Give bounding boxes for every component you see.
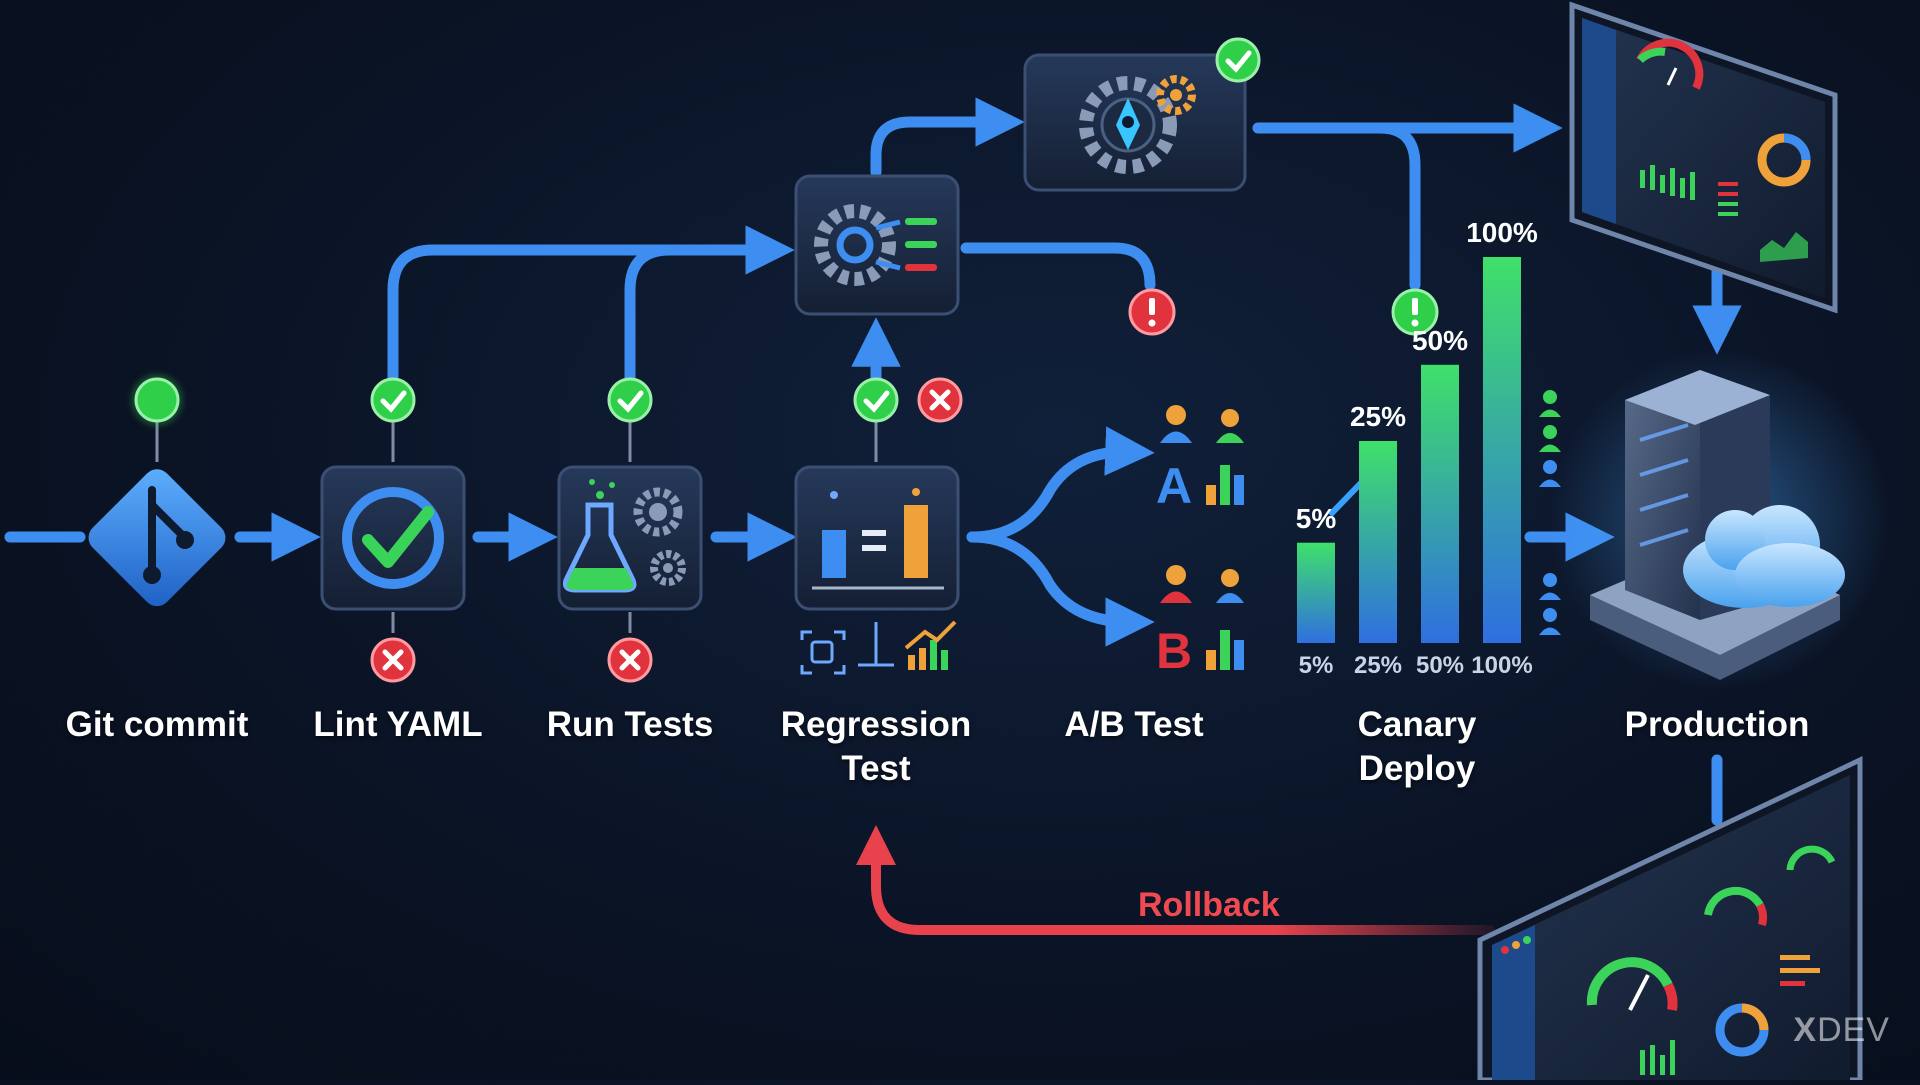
regression-pass-badge — [853, 377, 899, 423]
split-to-a — [966, 426, 1155, 543]
pipeline-alert-badge — [1128, 288, 1176, 336]
canary-bar-label-4: 100% — [1466, 217, 1538, 248]
lint-node[interactable] — [320, 465, 466, 611]
git-branch-icon — [88, 469, 226, 607]
canary-bar-label-1: 5% — [1295, 502, 1337, 534]
split-arrow-icon — [858, 622, 894, 667]
branch-tests-to-pipeline — [624, 244, 676, 386]
gear-pipeline-icon — [814, 204, 937, 286]
rollback-path — [856, 825, 1495, 935]
deploy-drop-branch — [1374, 122, 1421, 291]
flow-arrows — [4, 97, 1742, 826]
canary-axis-label-2: 25% — [1353, 652, 1403, 679]
tests-fail-badge — [607, 637, 653, 683]
stage-label-ab: A/B Test — [1064, 705, 1204, 744]
stage-label-canary: Canary Deploy — [1357, 705, 1477, 788]
check-circle-icon — [342, 487, 444, 589]
canary-axis-label-4: 100% — [1471, 652, 1533, 679]
pipeline-fail-branch — [960, 242, 1156, 291]
stage-label-production: Production — [1624, 705, 1810, 744]
bar-compare-icon — [812, 488, 944, 590]
regression-fail-badge — [917, 377, 963, 423]
trend-chart-icon — [904, 620, 957, 670]
users-a-icon — [1160, 405, 1244, 443]
bars-b-icon — [1206, 630, 1244, 670]
stage-label-tests: Run Tests — [546, 705, 714, 744]
canary-bar-label-2: 25% — [1349, 401, 1407, 432]
rollback-label: Rollback — [1138, 886, 1280, 924]
ab-test-group: A B — [1156, 405, 1244, 679]
canary-bar-1 — [1297, 542, 1335, 643]
regression-node[interactable] — [794, 465, 960, 611]
stage-label-regression: Regression Test — [780, 705, 972, 788]
status-badges — [131, 37, 1439, 683]
brand-text: DEV — [1817, 1011, 1890, 1049]
stage-label-lint: Lint YAML — [313, 705, 483, 744]
branch-lint-to-pipeline — [387, 225, 795, 386]
stage-label-git: Git commit — [65, 705, 249, 744]
brand-mark-glyph: X — [1793, 1011, 1818, 1049]
deploy-alert-badge — [1391, 288, 1439, 336]
tests-pass-badge — [607, 377, 653, 423]
canary-user-icons — [1539, 390, 1561, 635]
server-cloud-icon — [1550, 350, 1890, 690]
canary-bar-2 — [1359, 441, 1397, 643]
canary-bars — [1297, 257, 1521, 643]
variant-b-letter: B — [1156, 623, 1192, 679]
regression-sub-icons — [800, 620, 957, 675]
pipeline-node[interactable] — [794, 174, 960, 316]
bars-a-icon — [1206, 465, 1244, 505]
tests-node[interactable] — [557, 465, 703, 611]
dashboard-panel-bottom — [1477, 756, 1863, 1083]
split-to-b — [966, 531, 1155, 647]
code-scan-icon — [800, 630, 846, 675]
watermark-brand: XDEV — [1793, 1011, 1890, 1050]
canary-bar-3 — [1421, 364, 1459, 643]
gear-rocket-icon — [1079, 75, 1196, 174]
canary-bar-4 — [1483, 257, 1521, 643]
arrow-pipeline-to-deploy — [870, 97, 1025, 178]
git-status-badge — [131, 374, 183, 426]
variant-a-letter: A — [1156, 458, 1192, 514]
canary-axis-label-3: 50% — [1415, 652, 1465, 679]
lint-fail-badge — [370, 637, 416, 683]
deploy-pass-badge — [1215, 37, 1261, 83]
canary-bar-label-3: 50% — [1411, 324, 1469, 356]
status-connectors — [155, 418, 878, 633]
deploy-node[interactable] — [1023, 53, 1247, 192]
users-b-icon — [1160, 565, 1244, 603]
dashboard-panel-top — [1569, 1, 1838, 314]
flask-gears-icon — [562, 479, 686, 593]
canary-axis-label-1: 5% — [1298, 652, 1334, 679]
lint-pass-badge — [370, 377, 416, 423]
